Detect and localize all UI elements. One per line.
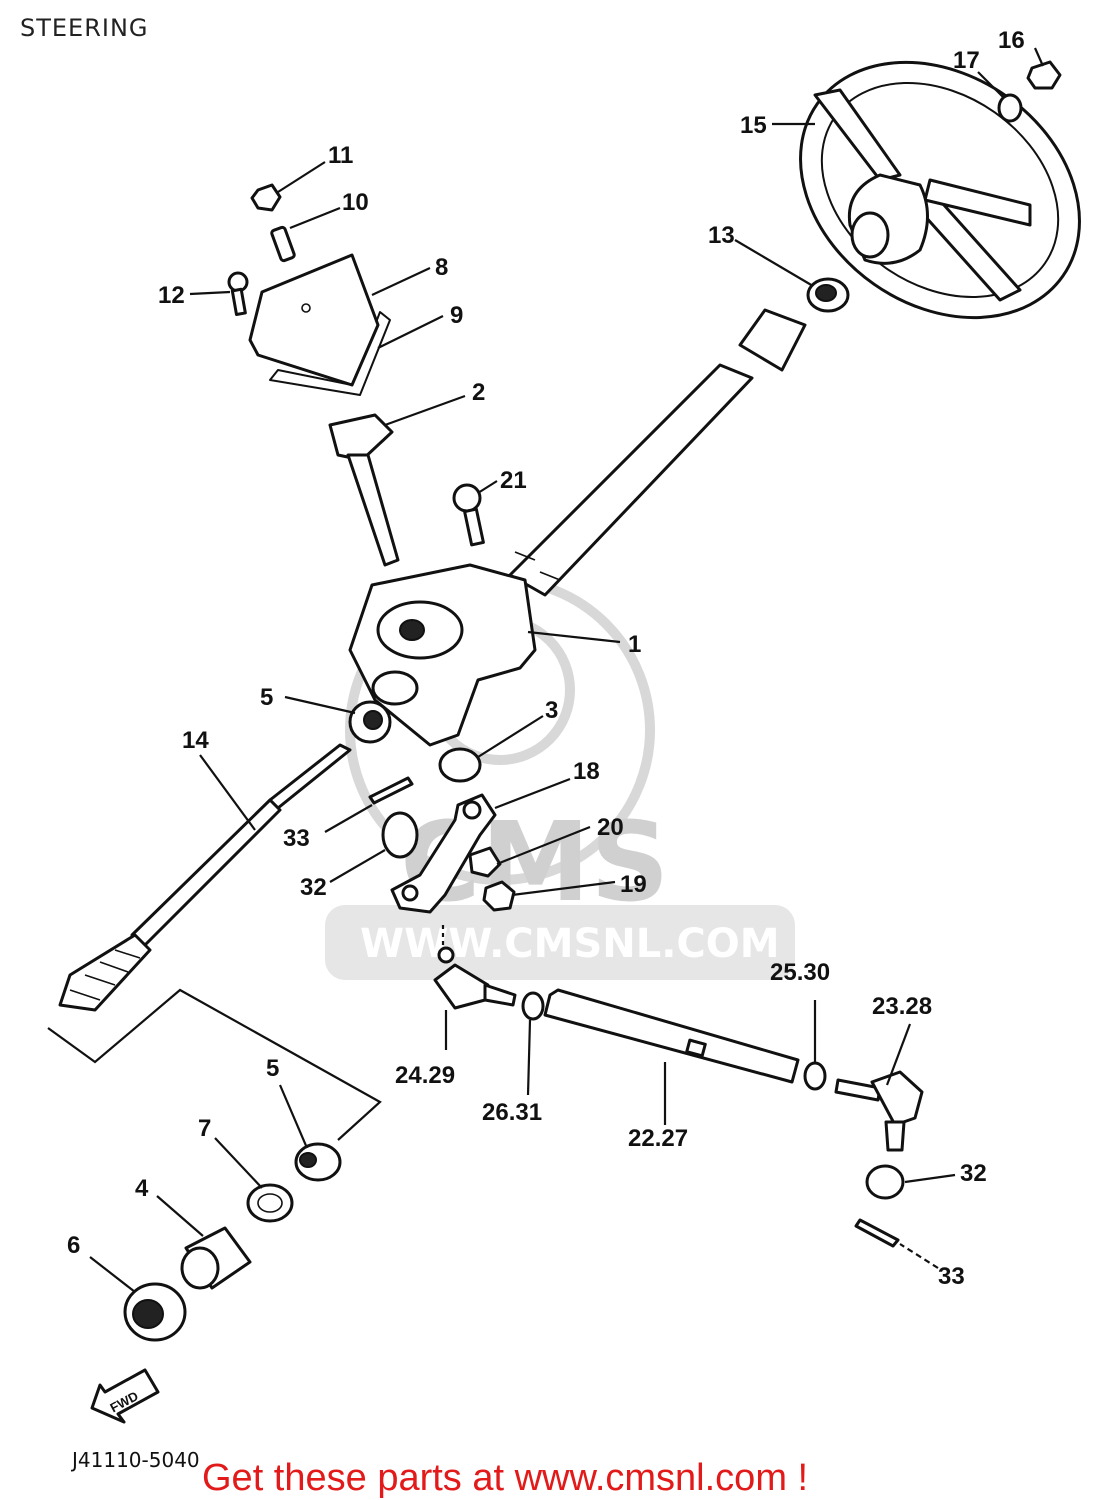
callout-4: 4: [135, 1175, 149, 1202]
callout-32-lower: 32: [960, 1160, 987, 1187]
steering-column: [508, 363, 754, 597]
part-11-nut: [250, 183, 282, 212]
callout-8: 8: [435, 254, 448, 281]
callout-17: 17: [953, 47, 980, 74]
callout-26-31: 26.31: [482, 1099, 542, 1126]
part-3-nut: [438, 747, 482, 783]
callout-12: 12: [158, 282, 185, 309]
part-24-tie-rod-end: [433, 946, 517, 1010]
part-12-bolt: [227, 271, 249, 316]
part-33-cotter-pin-lower: [854, 1218, 900, 1248]
part-1-gearbox-housing: [348, 563, 537, 747]
part-5-oil-seal-lower: [294, 1142, 342, 1182]
callout-23-28: 23.28: [872, 993, 932, 1020]
callout-21: 21: [500, 467, 527, 494]
part-8-cover: [248, 253, 380, 387]
part-32-castle-nut-lower: [865, 1164, 905, 1200]
part-23-tie-rod-end: [834, 1070, 924, 1152]
part-15-steering-wheel: [799, 60, 1081, 320]
worm-shaft-bracket: [47, 988, 382, 1141]
callout-14: 14: [182, 727, 209, 754]
callout-2: 2: [472, 379, 485, 406]
part-7-washer: [246, 1183, 294, 1223]
page-title: STEERING: [20, 14, 149, 42]
callout-18: 18: [573, 758, 600, 785]
part-32-castle-nut-upper: [381, 811, 419, 859]
callout-13: 13: [708, 222, 735, 249]
part-25-lock-nut: [803, 1061, 827, 1091]
callout-33-upper: 33: [283, 825, 310, 852]
part-21-bolt: [452, 483, 485, 547]
callout-10: 10: [342, 189, 369, 216]
part-22-tie-rod: [543, 988, 800, 1084]
part-19-nut: [482, 880, 516, 912]
callout-5-upper: 5: [260, 684, 273, 711]
callout-19: 19: [620, 871, 647, 898]
watermark-url: WWW.CMSNL.COM: [360, 921, 780, 967]
callout-15: 15: [740, 112, 767, 139]
drawing-code: J41110-5040: [70, 1448, 200, 1472]
callout-22-27: 22.27: [628, 1125, 688, 1152]
callout-33-lower: 33: [938, 1263, 965, 1290]
part-18-pitman-arm: [390, 793, 497, 914]
callout-24-29: 24.29: [395, 1062, 455, 1089]
callout-6: 6: [67, 1232, 80, 1259]
callout-20: 20: [597, 814, 624, 841]
part-14-worm-shaft: [58, 743, 352, 1012]
callout-7: 7: [198, 1115, 211, 1142]
part-20-lock-washer: [468, 846, 502, 878]
callout-11: 11: [328, 142, 353, 169]
part-2-sector-shaft: [328, 413, 400, 567]
part-17-washer: [997, 93, 1023, 123]
column-collar: [738, 308, 807, 372]
callout-32-upper: 32: [300, 874, 327, 901]
callout-1: 1: [628, 631, 641, 658]
callout-labels: 1 2 3 4 5 5 6 7 8 9 10 11 12 13 14 15 16…: [67, 27, 1025, 1290]
callout-3: 3: [545, 697, 558, 724]
footer-link: Get these parts at www.cmsnl.com !: [202, 1457, 808, 1499]
part-10-adjust-screw: [270, 225, 296, 263]
part-5-oil-seal-upper: [348, 700, 392, 744]
callout-16: 16: [998, 27, 1025, 54]
callout-9: 9: [450, 302, 463, 329]
part-13-bushing: [806, 277, 850, 313]
part-9-gasket: [269, 311, 391, 396]
part-26-lock-nut: [521, 991, 545, 1021]
part-4-bearing-adjuster: [180, 1226, 252, 1290]
part-33-cotter-pin-upper: [368, 776, 414, 805]
part-6-cap: [123, 1282, 187, 1342]
leader-lines: [89, 47, 1045, 1293]
callout-25-30: 25.30: [770, 959, 830, 986]
part-16-nut: [1026, 60, 1062, 90]
fwd-arrow-icon: FWD: [90, 1368, 160, 1424]
callout-5-lower: 5: [266, 1055, 279, 1082]
